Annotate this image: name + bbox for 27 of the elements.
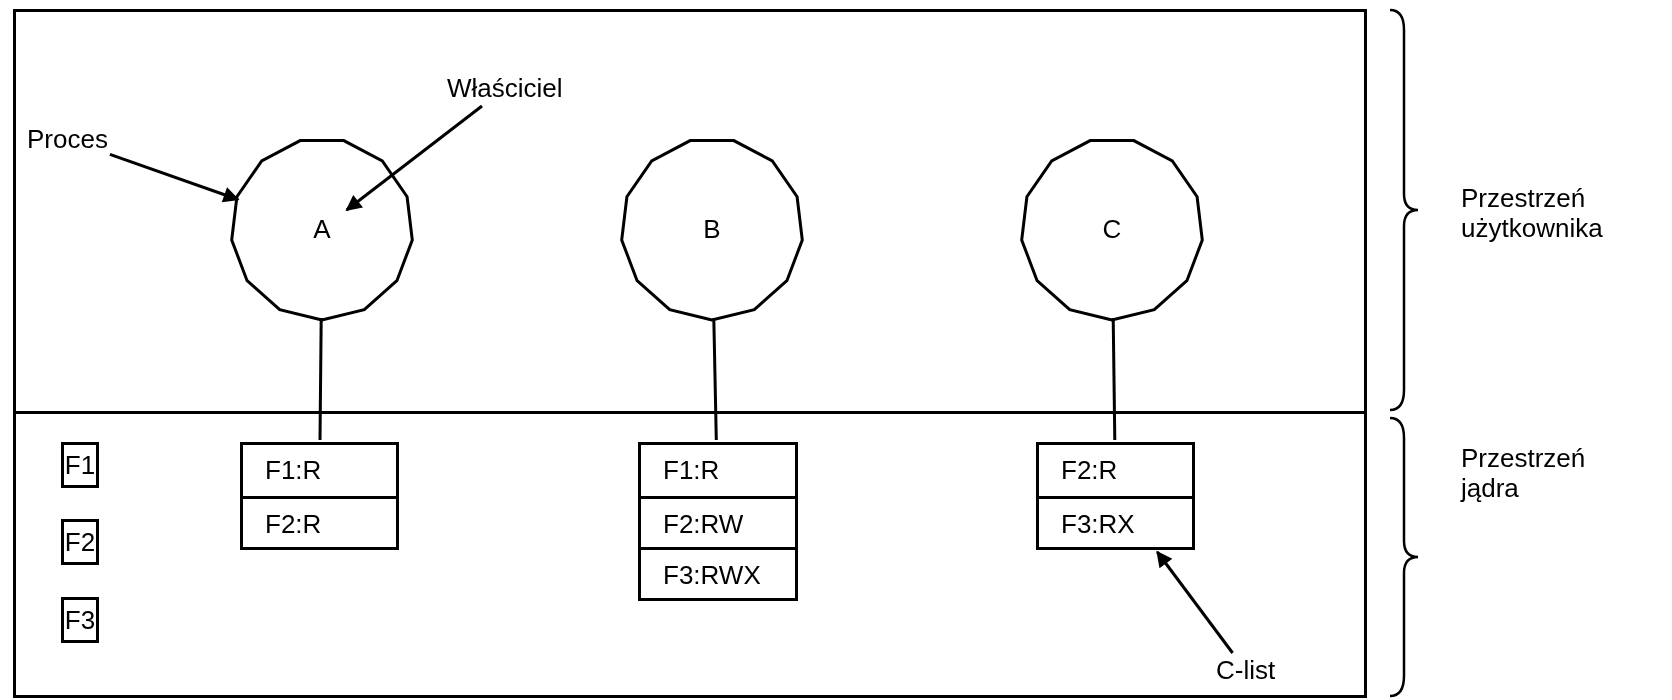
- capability-list: [638, 442, 798, 601]
- process-name: C: [1101, 213, 1123, 245]
- leader-arrow: [345, 104, 483, 212]
- callout-label: Właściciel: [447, 73, 563, 104]
- connector-line: [318, 318, 323, 440]
- file-object-box: F2: [61, 519, 99, 565]
- capability-entry: F3:RWX: [641, 547, 795, 598]
- capability-list: [240, 442, 399, 550]
- capability-entry: F2:R: [1060, 454, 1119, 487]
- connector-line: [712, 317, 718, 441]
- capability-entry: F3:RX: [1039, 496, 1192, 547]
- region-label: Przestrzeń jądra: [1461, 443, 1587, 503]
- leader-arrow: [109, 153, 240, 203]
- capability-entry: F2:RW: [641, 496, 795, 547]
- process-name: B: [702, 213, 722, 245]
- capability-entry: F1:R: [662, 454, 721, 487]
- file-object-box: F1: [61, 442, 99, 488]
- process-name: A: [312, 213, 332, 245]
- capability-entry: F1:R: [264, 454, 323, 487]
- region-label: Przestrzeń użytkownika: [1461, 183, 1604, 243]
- callout-label: C-list: [1216, 655, 1276, 686]
- callout-label: Proces: [27, 124, 108, 155]
- connector-line: [1111, 317, 1117, 441]
- file-object-box: F3: [61, 597, 99, 643]
- capability-list: [1036, 442, 1195, 550]
- capability-entry: F2:R: [243, 496, 396, 547]
- leader-arrow: [1156, 550, 1234, 654]
